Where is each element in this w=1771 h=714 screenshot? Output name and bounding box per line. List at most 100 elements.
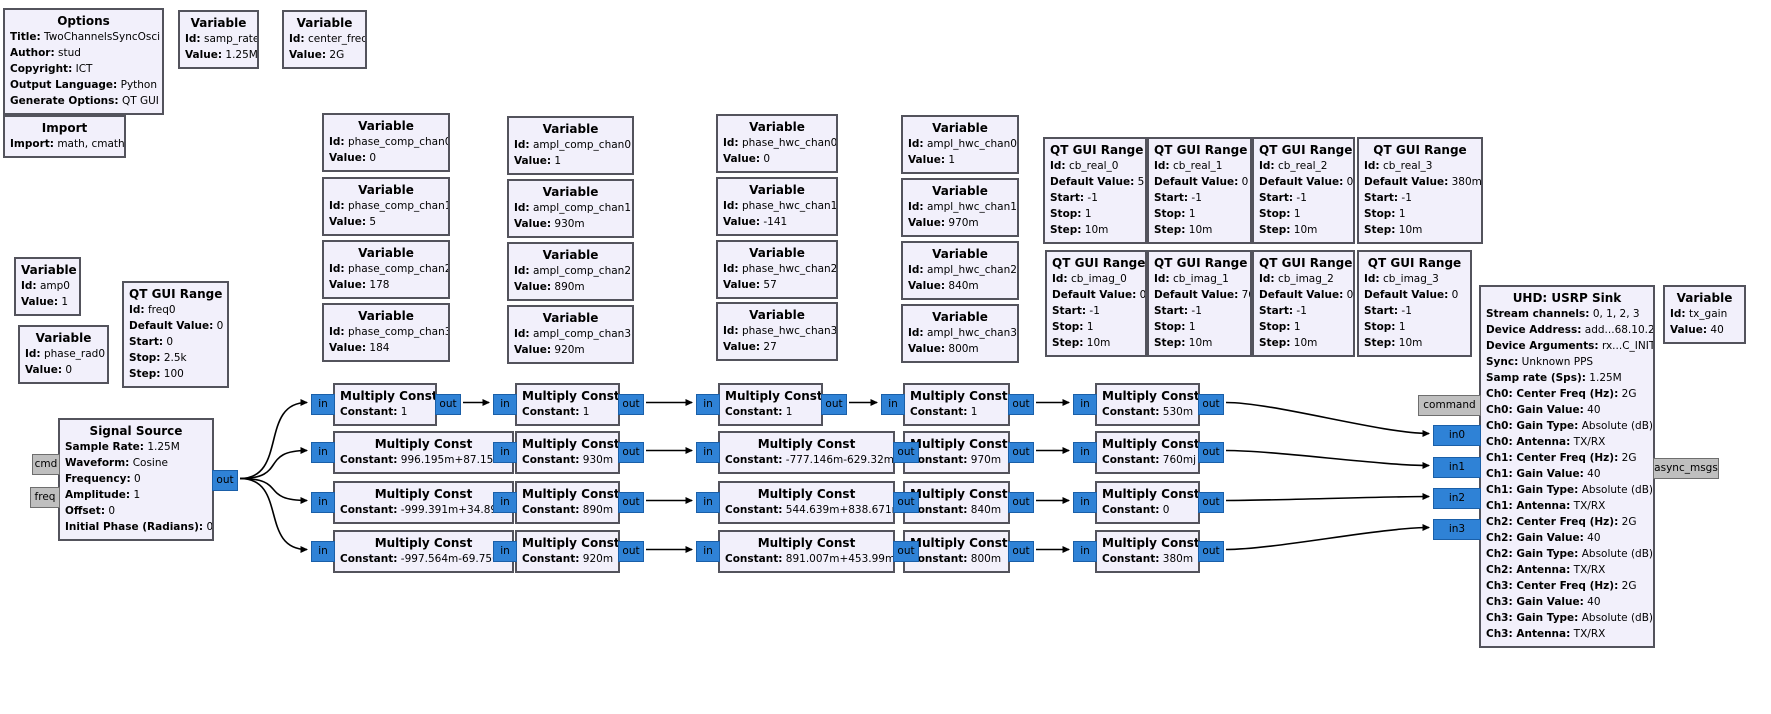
out-port[interactable]: out — [821, 394, 847, 415]
in2-port[interactable]: in2 — [1433, 488, 1481, 509]
wire[interactable] — [239, 477, 308, 504]
in-port[interactable]: in — [493, 394, 517, 415]
in0-port[interactable]: in0 — [1433, 425, 1481, 446]
out-port[interactable]: out — [1198, 442, 1224, 463]
in-port[interactable]: in — [1073, 442, 1097, 463]
out-port[interactable]: out — [1198, 394, 1224, 415]
in-port[interactable]: in — [1073, 541, 1097, 562]
async-msgs-port[interactable]: async_msgs — [1653, 458, 1719, 479]
in-port[interactable]: in — [696, 492, 720, 513]
wire[interactable] — [1225, 493, 1430, 502]
out-port[interactable]: out — [1008, 492, 1034, 513]
out-port[interactable]: out — [1008, 442, 1034, 463]
out-port[interactable]: out — [1198, 541, 1224, 562]
in-port[interactable]: in — [311, 442, 335, 463]
wire[interactable] — [1225, 401, 1430, 437]
in-port[interactable]: in — [881, 394, 905, 415]
wire[interactable] — [1225, 449, 1430, 469]
in-port[interactable]: in — [311, 541, 335, 562]
in-port[interactable]: in — [311, 492, 335, 513]
out-port[interactable]: out — [212, 470, 238, 491]
out-port[interactable]: out — [618, 442, 644, 463]
command-port[interactable]: command — [1418, 395, 1481, 416]
out-port[interactable]: out — [618, 394, 644, 415]
in-port[interactable]: in — [696, 541, 720, 562]
in3-port[interactable]: in3 — [1433, 519, 1481, 540]
freq-port[interactable]: freq — [30, 487, 60, 508]
out-port[interactable]: out — [618, 541, 644, 562]
in1-port[interactable]: in1 — [1433, 457, 1481, 478]
in-port[interactable]: in — [696, 394, 720, 415]
in-port[interactable]: in — [311, 394, 335, 415]
wire[interactable] — [1225, 524, 1430, 551]
in-port[interactable]: in — [1073, 492, 1097, 513]
cmd-port[interactable]: cmd — [32, 454, 60, 475]
in-port[interactable]: in — [493, 541, 517, 562]
out-port[interactable]: out — [1008, 541, 1034, 562]
out-port[interactable]: out — [893, 442, 919, 463]
in-port[interactable]: in — [696, 442, 720, 463]
out-port[interactable]: out — [893, 541, 919, 562]
in-port[interactable]: in — [1073, 394, 1097, 415]
out-port[interactable]: out — [435, 394, 461, 415]
out-port[interactable]: out — [893, 492, 919, 513]
wire[interactable] — [239, 447, 308, 480]
in-port[interactable]: in — [493, 442, 517, 463]
wire[interactable] — [239, 477, 308, 553]
out-port[interactable]: out — [1008, 394, 1034, 415]
out-port[interactable]: out — [618, 492, 644, 513]
in-port[interactable]: in — [493, 492, 517, 513]
